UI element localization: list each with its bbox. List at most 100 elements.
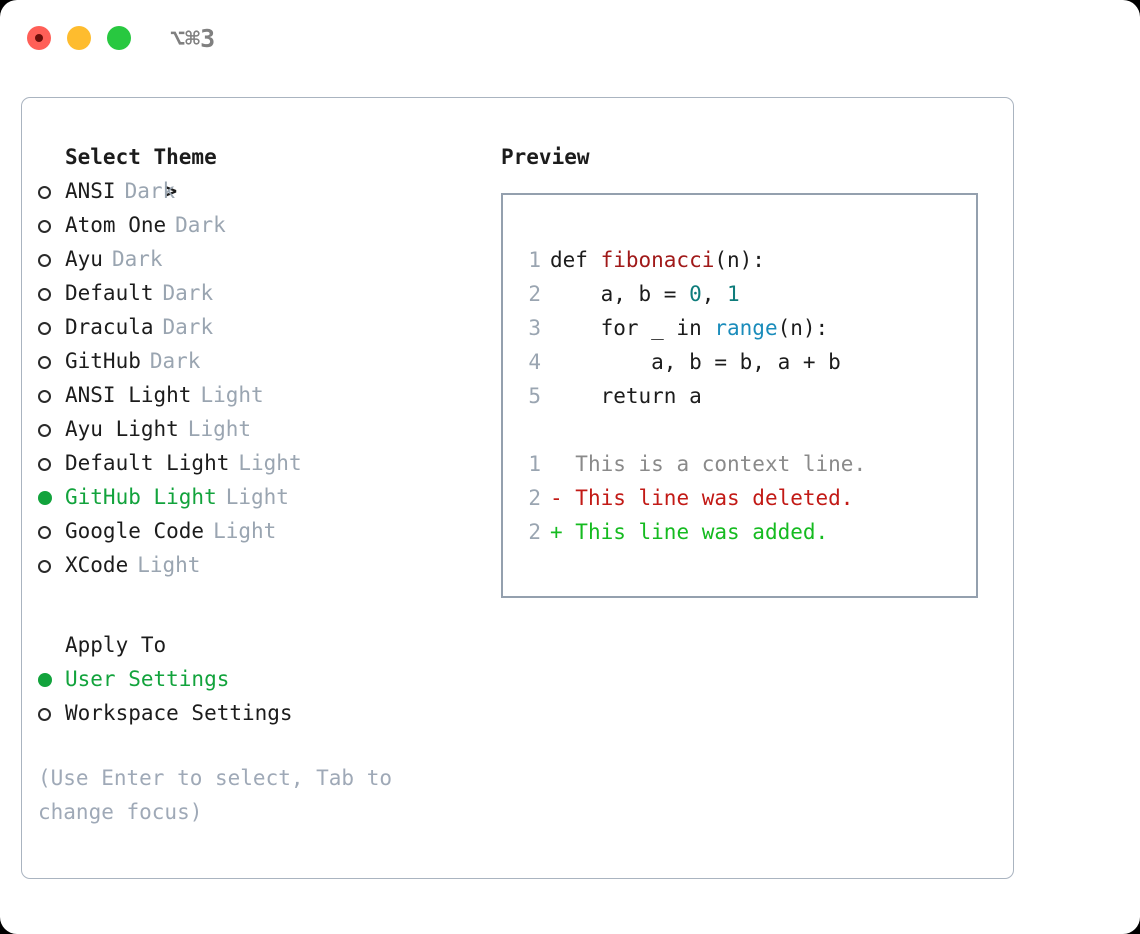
line-number: 2 <box>528 486 541 510</box>
theme-radio-marker[interactable] <box>38 412 65 446</box>
theme-list-item[interactable]: GitHub Dark <box>38 344 488 378</box>
code-token: a, b = b, a + b <box>550 350 841 374</box>
diff-sign: - <box>550 486 576 510</box>
theme-list-item[interactable]: Default Light Light <box>38 446 488 480</box>
theme-name-label: XCode <box>65 553 129 577</box>
theme-name-label: Ayu Light <box>65 417 179 441</box>
theme-radio-marker[interactable] <box>38 514 65 548</box>
diff-line: 2 + This line was added. <box>517 515 976 549</box>
caret-icon: > <box>164 179 178 203</box>
theme-radio-marker[interactable] <box>38 344 65 378</box>
unselected-radio-icon <box>38 560 51 573</box>
theme-radio-marker[interactable] <box>38 378 65 412</box>
code-token: fibonacci <box>600 248 715 272</box>
traffic-lights <box>27 26 131 50</box>
section-spacer <box>38 582 488 628</box>
apply-to-option[interactable]: Workspace Settings <box>38 696 488 730</box>
apply-to-option[interactable]: User Settings <box>38 662 488 696</box>
selected-radio-icon <box>38 673 52 687</box>
title-bar: ⌥⌘3 <box>0 0 1140 78</box>
code-token: def <box>550 248 601 272</box>
theme-radio-marker[interactable] <box>38 174 65 208</box>
unselected-radio-icon <box>38 526 51 539</box>
theme-variant-tag: Light <box>187 417 252 441</box>
line-number: 1 <box>528 248 541 272</box>
theme-name-label: Ayu <box>65 247 103 271</box>
theme-variant-tag: Light <box>137 553 201 577</box>
code-token: return a <box>550 384 702 408</box>
theme-radio-marker[interactable] <box>38 208 65 242</box>
keyboard-shortcut-label: ⌥⌘3 <box>170 24 216 53</box>
theme-name-label: GitHub <box>65 349 141 373</box>
theme-radio-marker[interactable] <box>38 242 65 276</box>
minimize-button[interactable] <box>67 26 91 50</box>
unselected-radio-icon <box>38 322 51 335</box>
theme-list-item[interactable]: Google Code Light <box>38 514 488 548</box>
diff-line: 2- This line was deleted. <box>517 481 976 515</box>
close-button[interactable] <box>27 26 51 50</box>
theme-variant-tag: Light <box>200 383 264 407</box>
theme-radio-marker[interactable] <box>38 310 65 344</box>
apply-to-radio-marker[interactable] <box>38 662 65 696</box>
unselected-radio-icon <box>38 220 51 233</box>
code-token: (n): <box>714 248 765 272</box>
apply-to-label: User Settings <box>65 667 230 691</box>
diff-sign: + <box>550 520 576 544</box>
theme-variant-tag: Dark <box>111 247 163 271</box>
unselected-radio-icon <box>38 708 51 721</box>
apply-to-title: Apply To <box>65 633 167 657</box>
theme-variant-tag: Light <box>238 451 302 475</box>
select-theme-header: > Select Theme <box>38 140 488 203</box>
theme-variant-tag: Light <box>213 519 277 543</box>
theme-radio-marker[interactable] <box>38 446 65 480</box>
theme-list-item[interactable]: Ayu Dark <box>38 242 488 276</box>
apply-to-radio-marker[interactable] <box>38 696 65 730</box>
line-number: 4 <box>528 350 541 374</box>
theme-variant-tag: Light <box>225 485 289 509</box>
theme-name-label: Google Code <box>65 519 205 543</box>
theme-name-label: Default Light <box>65 451 230 475</box>
code-line: 4 a, b = b, a + b <box>517 345 976 379</box>
apply-to-header: Apply To <box>38 628 488 662</box>
theme-variant-tag: Dark <box>149 349 201 373</box>
theme-list-item[interactable]: Ayu Light Light <box>38 412 488 446</box>
preview-title: Preview <box>501 145 590 169</box>
apply-to-label: Workspace Settings <box>65 701 293 725</box>
theme-radio-marker[interactable] <box>38 548 65 582</box>
code-token: a, b = <box>550 282 690 306</box>
theme-name-label: Dracula <box>65 315 154 339</box>
diff-text: This line was deleted. <box>575 486 854 510</box>
code-line: 3 for _ in range(n): <box>517 311 976 345</box>
theme-radio-marker[interactable] <box>38 480 65 514</box>
theme-name-label: Atom One <box>65 213 167 237</box>
code-token: , <box>701 282 728 306</box>
code-line: 1 def fibonacci(n): <box>517 243 976 277</box>
line-number: 2 <box>528 520 541 544</box>
diff-text: This line was added. <box>575 520 829 544</box>
unselected-radio-icon <box>38 254 51 267</box>
unselected-radio-icon <box>38 458 51 471</box>
code-diff-spacer <box>517 413 976 447</box>
diff-line: 1 This is a context line. <box>517 447 976 481</box>
code-token: (n): <box>777 316 829 340</box>
maximize-button[interactable] <box>107 26 131 50</box>
theme-radio-marker[interactable] <box>38 276 65 310</box>
diff-text: This is a context line. <box>575 452 867 476</box>
code-token: range <box>714 316 778 340</box>
code-token: for _ in <box>550 316 715 340</box>
line-number: 1 <box>528 452 541 476</box>
code-line: 2 a, b = 0, 1 <box>517 277 976 311</box>
theme-list-item[interactable]: XCode Light <box>38 548 488 582</box>
